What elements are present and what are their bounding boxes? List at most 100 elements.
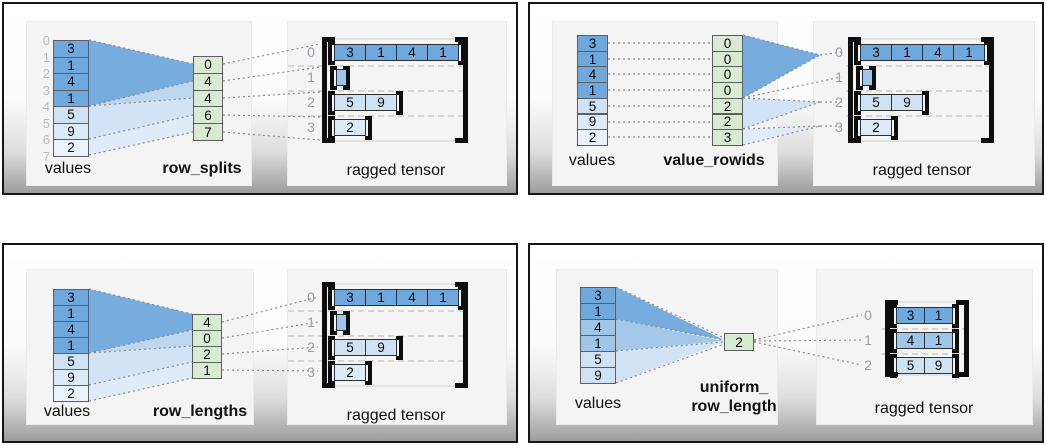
tensor-cell: 1 xyxy=(924,332,953,349)
tensor-label: ragged tensor xyxy=(872,162,972,179)
row-close-bracket xyxy=(891,116,898,140)
tensor-cell: 2 xyxy=(334,364,366,381)
tensor-cell: 1 xyxy=(924,307,953,324)
method-cell: 0 xyxy=(192,330,222,347)
row-close-bracket xyxy=(343,311,350,335)
tensor-cell: 1 xyxy=(891,44,923,61)
tensor-open-bracket xyxy=(322,37,335,143)
tensor-close-bracket xyxy=(956,300,969,377)
method-cell: 3 xyxy=(712,129,743,146)
value-cell: 4 xyxy=(580,319,616,336)
tensor-row-index: 2 xyxy=(835,93,843,110)
value-cell: 4 xyxy=(53,73,89,91)
value-cell: 1 xyxy=(580,303,616,320)
value-cell: 3 xyxy=(577,35,608,52)
tensor-cell: 5 xyxy=(334,339,366,356)
value-cell: 2 xyxy=(53,385,89,402)
tensor-cell: 2 xyxy=(860,119,892,136)
value-cell: 5 xyxy=(580,351,616,368)
tensor-cell: 4 xyxy=(922,44,954,61)
method-cell: 2 xyxy=(724,333,754,351)
row-open-bracket xyxy=(854,41,861,65)
row-close-bracket xyxy=(365,361,372,385)
value-cell: 4 xyxy=(577,66,608,84)
tensor-row-index: 3 xyxy=(307,118,315,135)
value-cell: 9 xyxy=(53,122,89,140)
tensor-close-bracket xyxy=(455,282,468,388)
values-label: values xyxy=(44,160,92,177)
tensor-close-bracket xyxy=(981,37,994,143)
tensor-cell: 4 xyxy=(396,289,428,306)
value-index: 1 xyxy=(42,49,50,65)
tensor-cell: 5 xyxy=(334,94,366,111)
tensor-cell: 3 xyxy=(860,44,892,61)
method-label: row_splits xyxy=(162,160,242,177)
method-cell: 2 xyxy=(192,346,222,363)
tensor-row-index: 0 xyxy=(307,288,315,305)
row-open-bracket xyxy=(328,91,335,115)
method-cell: 4 xyxy=(193,72,223,91)
method-label: value_rowids xyxy=(663,152,765,169)
tensor-open-bracket xyxy=(885,300,898,377)
row-close-bracket xyxy=(396,336,403,360)
value-index: 3 xyxy=(42,82,50,98)
value-index: 7 xyxy=(42,148,50,164)
method-cell: 7 xyxy=(193,123,223,141)
method-cell: 2 xyxy=(712,113,743,131)
tensor-row-index: 0 xyxy=(307,43,315,60)
tensor-row-index: 1 xyxy=(835,68,843,85)
value-cell: 2 xyxy=(577,129,608,146)
row-open-bracket xyxy=(328,41,335,65)
row-close-bracket xyxy=(869,66,876,90)
method-label: uniform_ row_length xyxy=(691,379,777,415)
row-open-bracket xyxy=(890,329,897,353)
value-cell: 9 xyxy=(53,369,89,386)
values-label: values xyxy=(568,152,616,169)
tensor-cell: 4 xyxy=(896,332,925,349)
tensor-label: ragged tensor xyxy=(874,400,974,417)
tensor-cell: 5 xyxy=(860,94,892,111)
value-index: 0 xyxy=(42,33,50,48)
row-close-bracket xyxy=(365,116,372,140)
value-index: 2 xyxy=(42,66,50,81)
row-open-bracket xyxy=(330,66,337,90)
tensor-open-bracket xyxy=(322,282,335,388)
tensor-cell: 1 xyxy=(427,44,459,61)
value-index: 5 xyxy=(42,115,50,131)
tensor-cell: 9 xyxy=(924,357,953,374)
row-open-bracket xyxy=(330,311,337,335)
row-close-bracket xyxy=(952,354,959,378)
method-cell: 0 xyxy=(193,56,223,74)
tensor-cell: 1 xyxy=(953,44,985,61)
tensor-cell: 9 xyxy=(365,339,397,356)
row-close-bracket xyxy=(396,91,403,115)
tensor-cell: 5 xyxy=(896,357,925,374)
tensor-row-index: 2 xyxy=(307,93,315,110)
row-close-bracket xyxy=(922,91,929,115)
value-index: 4 xyxy=(42,99,50,114)
value-cell: 3 xyxy=(580,287,616,304)
tensor-cell: 2 xyxy=(334,119,366,136)
method-cell: 1 xyxy=(192,362,222,379)
method-cell: 6 xyxy=(193,106,223,125)
tensor-row-index: 3 xyxy=(835,118,843,135)
tensor-cell: 9 xyxy=(365,94,397,111)
row-open-bracket xyxy=(856,66,863,90)
value-cell: 1 xyxy=(577,82,608,99)
tensor-label: ragged tensor xyxy=(346,162,446,179)
value-cell: 5 xyxy=(53,106,89,124)
tensor-cell: 1 xyxy=(365,289,397,306)
row-open-bracket xyxy=(328,286,335,310)
tensor-cell: 1 xyxy=(365,44,397,61)
tensor-close-bracket xyxy=(455,37,468,143)
value-cell: 1 xyxy=(53,305,89,322)
tensor-cell: 3 xyxy=(334,289,366,306)
tensor-open-bracket xyxy=(848,37,861,143)
value-cell: 1 xyxy=(580,335,616,352)
value-index: 6 xyxy=(42,132,50,147)
